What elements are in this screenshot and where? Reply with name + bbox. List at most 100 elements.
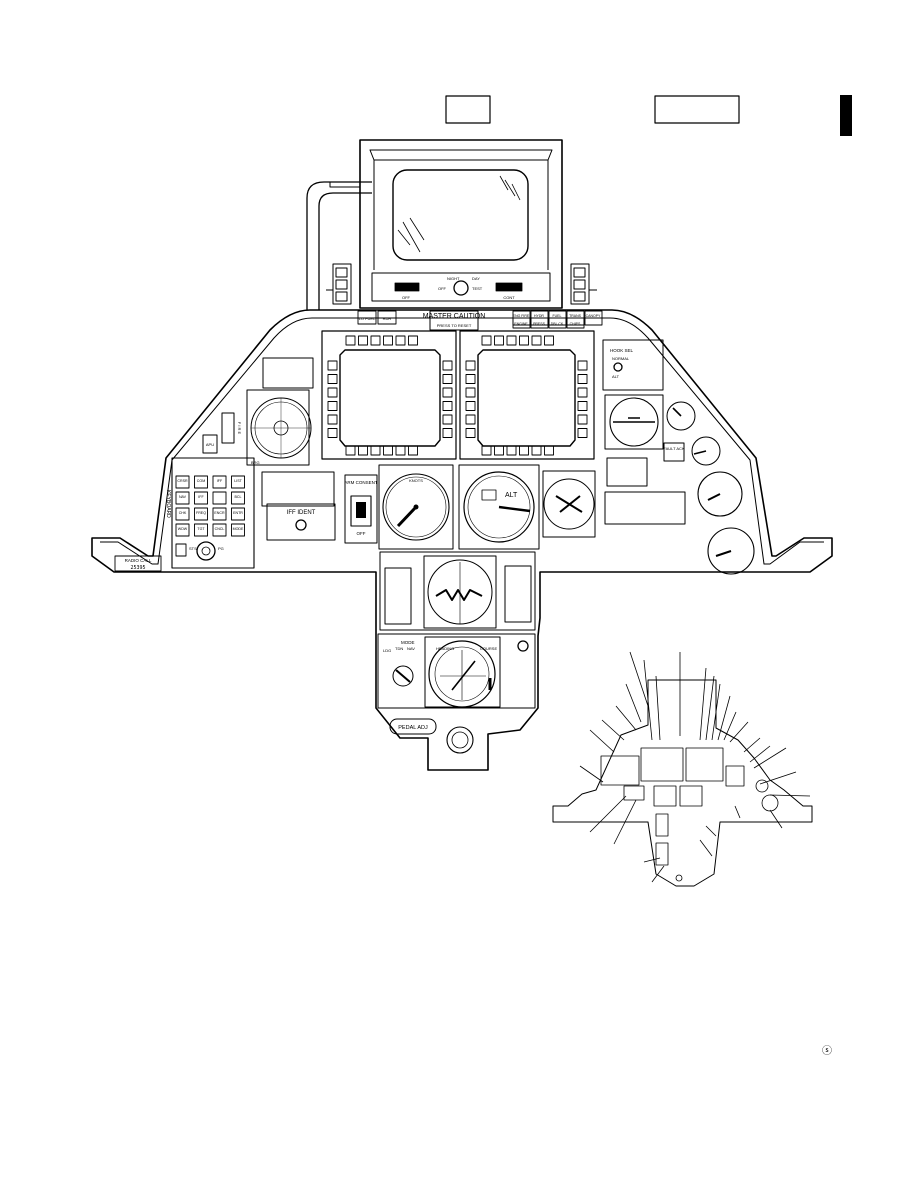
mfd-left-side-button-r-4[interactable] [442, 401, 453, 411]
mfd-left-side-button-r-5[interactable] [442, 414, 453, 425]
lower-pedestal: MODE LDG TDN NAV HEADING COURSE PEDAL AD… [377, 551, 536, 754]
mfd-right-bottom-button-4[interactable] [519, 445, 529, 456]
keypad-key[interactable] [194, 507, 208, 521]
mfd-right-left-buttons[interactable] [465, 360, 476, 438]
keypad-key[interactable] [175, 491, 190, 505]
iff-ident-button[interactable] [295, 519, 307, 531]
keypad-key[interactable] [194, 491, 208, 505]
mfd-left-side-button-r-1[interactable] [442, 360, 453, 371]
mfd-right-bottom-button-6[interactable] [544, 445, 554, 456]
mfd-right-side-button-r-3[interactable] [577, 387, 588, 398]
page-up-button[interactable] [175, 543, 187, 557]
mfd-left-top-button-3[interactable] [370, 335, 381, 346]
mfd-right-side-button-r-6[interactable] [577, 428, 588, 438]
mfd-left-bottom-button-1[interactable] [345, 445, 356, 456]
keypad-key[interactable] [194, 475, 208, 489]
hook-selector-switch[interactable] [613, 362, 623, 372]
vertical-tape-right [504, 565, 532, 623]
annun-chips: CHIPS [570, 322, 581, 326]
mfd-left-top-button-5[interactable] [395, 335, 406, 346]
mfd-left-bottom-button-3[interactable] [370, 445, 381, 456]
mfd-right-bottom-buttons[interactable] [481, 445, 554, 456]
mfd-right-top-button-6[interactable] [544, 335, 554, 346]
mfd-right-top-button-1[interactable] [481, 335, 492, 346]
mfd-right-side-button-5[interactable] [465, 414, 476, 425]
mfd-left-side-button-r-3[interactable] [442, 387, 453, 398]
keypad-key[interactable] [175, 475, 190, 489]
mfd-right-top-button-3[interactable] [506, 335, 517, 346]
mfd-right-right-buttons[interactable] [577, 360, 588, 438]
pedal-adjust-knob[interactable] [446, 726, 474, 754]
cursor-slew[interactable] [196, 541, 216, 561]
mfd-left-bottom-button-4[interactable] [383, 445, 393, 456]
mfd-right-top-button-2[interactable] [494, 335, 504, 346]
mfd-left-right-buttons[interactable] [442, 360, 453, 438]
mfd-left [321, 330, 457, 460]
annun-trans: TRANS [569, 314, 582, 318]
mfd-left-side-button-r-2[interactable] [442, 374, 453, 384]
mfd-left-bottom-button-5[interactable] [395, 445, 406, 456]
hud-mode-knob[interactable] [453, 280, 469, 296]
keypad-key[interactable] [231, 491, 245, 505]
mfd-right-top-buttons[interactable] [481, 335, 554, 346]
mfd-right-top-button-4[interactable] [519, 335, 529, 346]
mfd-right-bottom-button-1[interactable] [481, 445, 492, 456]
mfd-left-side-button-1[interactable] [327, 360, 338, 371]
fault-ack-button[interactable]: FAULT ACK [663, 442, 685, 462]
mfd-left-top-button-1[interactable] [345, 335, 356, 346]
mfd-left-side-button-3[interactable] [327, 387, 338, 398]
keypad-key[interactable] [212, 523, 227, 537]
mfd-right-side-button-r-4[interactable] [577, 401, 588, 411]
mode-selector[interactable] [392, 665, 414, 687]
keypad-key[interactable] [231, 475, 245, 489]
mfd-left-side-button-r-6[interactable] [442, 428, 453, 438]
keypad-key[interactable] [212, 507, 227, 521]
mfd-right-side-button-r-1[interactable] [577, 360, 588, 371]
leader-line [613, 799, 637, 845]
mfd-left-top-button-4[interactable] [383, 335, 393, 346]
mfd-left-top-button-2[interactable] [358, 335, 368, 346]
apu-switch[interactable] [202, 434, 218, 454]
mfd-left-bottom-buttons[interactable] [345, 445, 418, 456]
leader-line [769, 809, 783, 829]
blank-panel-a [262, 357, 314, 389]
keypad-key[interactable] [212, 491, 227, 505]
annun-rdr: RDR [383, 316, 392, 321]
mfd-left-left-buttons[interactable] [327, 360, 338, 438]
master-caution-button[interactable]: MASTER CAUTION PRESS TO RESET [423, 310, 486, 331]
mfd-right-side-button-r-2[interactable] [577, 374, 588, 384]
keypad-key-label: CHK [179, 511, 187, 515]
keypad-key[interactable] [175, 523, 190, 537]
mfd-left-top-button-6[interactable] [408, 335, 418, 346]
keypad-key[interactable] [212, 475, 227, 489]
leader-line [769, 794, 811, 797]
mfd-right-top-button-5[interactable] [531, 335, 542, 346]
figure-mark: ⓢ [822, 1045, 832, 1057]
mfd-right-side-button-1[interactable] [465, 360, 476, 371]
mfd-left-bottom-button-2[interactable] [358, 445, 368, 456]
mfd-left-side-button-5[interactable] [327, 414, 338, 425]
mfd-left-side-button-6[interactable] [327, 428, 338, 438]
pedestal-knob[interactable] [517, 640, 529, 652]
mfd-right-side-button-2[interactable] [465, 374, 476, 384]
keypad-key[interactable] [231, 507, 245, 521]
arm-consent-switch[interactable] [350, 495, 372, 527]
mfd-left-side-button-2[interactable] [327, 374, 338, 384]
keypad-key[interactable] [175, 507, 190, 521]
mfd-right-bottom-button-2[interactable] [494, 445, 504, 456]
keypad-key[interactable] [194, 523, 208, 537]
keypad-key[interactable] [231, 523, 245, 537]
leader-line [655, 675, 661, 741]
mfd-right-side-button-6[interactable] [465, 428, 476, 438]
mfd-right-side-button-4[interactable] [465, 401, 476, 411]
mfd-left-top-buttons[interactable] [345, 335, 418, 346]
mfd-left-bottom-button-6[interactable] [408, 445, 418, 456]
mfd-right-bottom-button-3[interactable] [506, 445, 517, 456]
mfd-right-bottom-button-5[interactable] [531, 445, 542, 456]
fire-handle[interactable] [221, 412, 235, 444]
mfd-right-side-button-r-5[interactable] [577, 414, 588, 425]
mfd-right-side-button-3[interactable] [465, 387, 476, 398]
pedal-adjust-plate [389, 718, 437, 735]
mfd-left-side-button-4[interactable] [327, 401, 338, 411]
